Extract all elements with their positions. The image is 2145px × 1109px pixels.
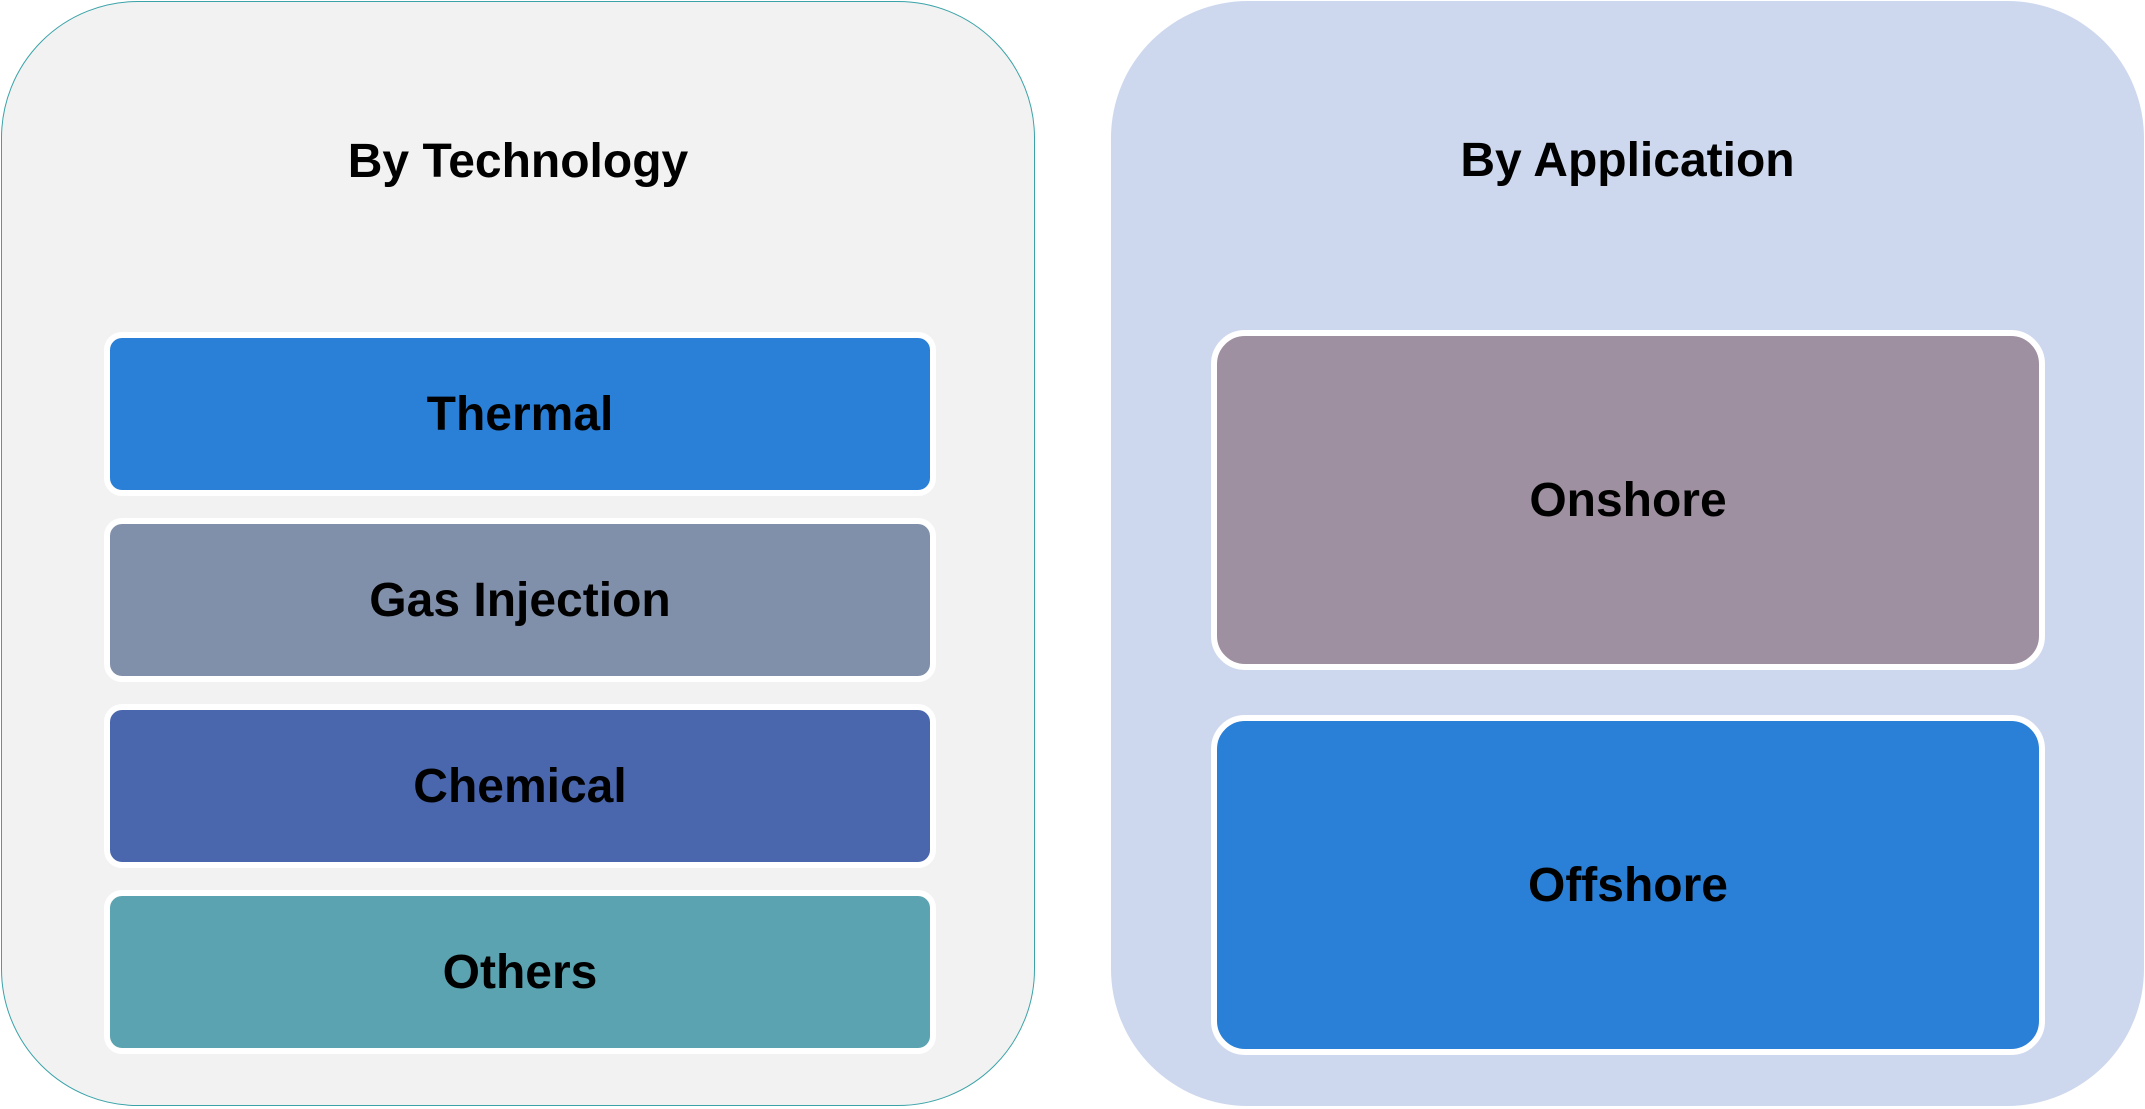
- segment-offshore: Offshore: [1211, 715, 2045, 1055]
- panel-title: By Technology: [347, 135, 689, 188]
- segment-onshore: Onshore: [1211, 330, 2045, 670]
- by-technology-panel: By Technology Thermal Gas Injection Chem…: [1, 1, 1035, 1106]
- segment-thermal: Thermal: [104, 332, 936, 496]
- segment-gas-injection: Gas Injection: [104, 518, 936, 682]
- panel-title: By Application: [1460, 134, 1795, 187]
- by-application-panel: By Application Onshore Offshore: [1111, 1, 2144, 1106]
- segment-chemical: Chemical: [104, 704, 936, 868]
- segment-others: Others: [104, 890, 936, 1054]
